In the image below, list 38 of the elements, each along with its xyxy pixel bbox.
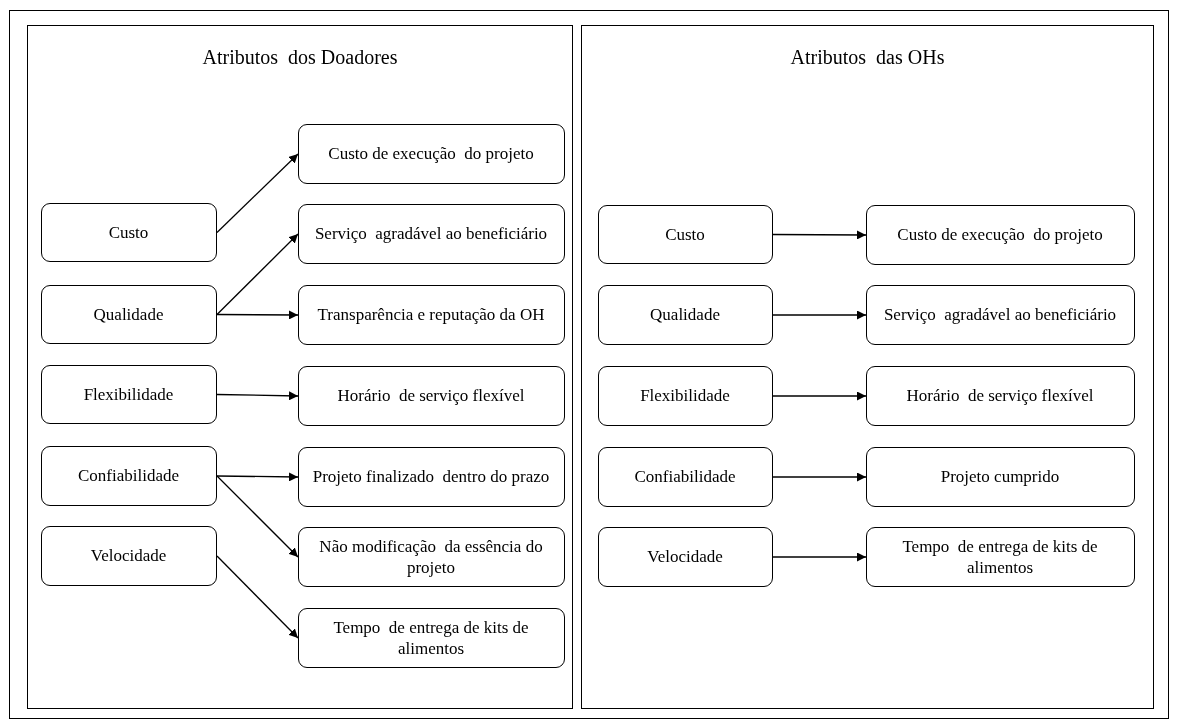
- arrow: [216, 233, 299, 316]
- attribute-box: Serviço agradável ao beneficiário: [297, 203, 565, 264]
- arrow: [216, 310, 299, 320]
- attribute-box: Horário de serviço flexível: [297, 365, 565, 426]
- attribute-box: Qualidade: [597, 284, 773, 345]
- arrow: [772, 472, 867, 482]
- attribute-box: Projeto cumprido: [865, 446, 1135, 507]
- attribute-box: Transparência e reputação da OH: [297, 284, 565, 345]
- arrow: [772, 552, 867, 562]
- arrow: [216, 153, 299, 234]
- attribute-box: Velocidade: [40, 525, 217, 586]
- panel-heading: Atributos dos Doadores: [201, 46, 399, 69]
- arrow: [772, 230, 867, 240]
- attribute-box: Qualidade: [40, 284, 217, 344]
- attribute-box: Flexibilidade: [40, 364, 217, 424]
- attribute-box: Velocidade: [597, 526, 773, 587]
- attribute-box: Custo de execução do projeto: [865, 204, 1135, 265]
- attribute-box: Não modificação da essência do projeto: [297, 526, 565, 587]
- attribute-box: Confiabilidade: [40, 445, 217, 506]
- arrow: [216, 475, 299, 558]
- attribute-box: Custo: [40, 202, 217, 262]
- panel-heading: Atributos das OHs: [789, 46, 946, 69]
- attribute-box: Serviço agradável ao beneficiário: [865, 284, 1135, 345]
- panel: [27, 25, 573, 709]
- arrow: [216, 555, 299, 639]
- attribute-box: Horário de serviço flexível: [865, 365, 1135, 426]
- arrow: [216, 391, 299, 401]
- attribute-box: Tempo de entrega de kits de alimentos: [297, 607, 565, 668]
- arrow: [772, 391, 867, 401]
- attribute-box: Confiabilidade: [597, 446, 773, 507]
- attribute-box: Flexibilidade: [597, 365, 773, 426]
- attribute-box: Tempo de entrega de kits de alimentos: [865, 526, 1135, 587]
- attribute-box: Projeto finalizado dentro do prazo: [297, 446, 565, 507]
- attribute-box: Custo: [597, 204, 773, 264]
- panel: [581, 25, 1154, 709]
- arrow: [216, 472, 299, 482]
- attribute-box: Custo de execução do projeto: [297, 123, 565, 184]
- arrow: [772, 310, 867, 320]
